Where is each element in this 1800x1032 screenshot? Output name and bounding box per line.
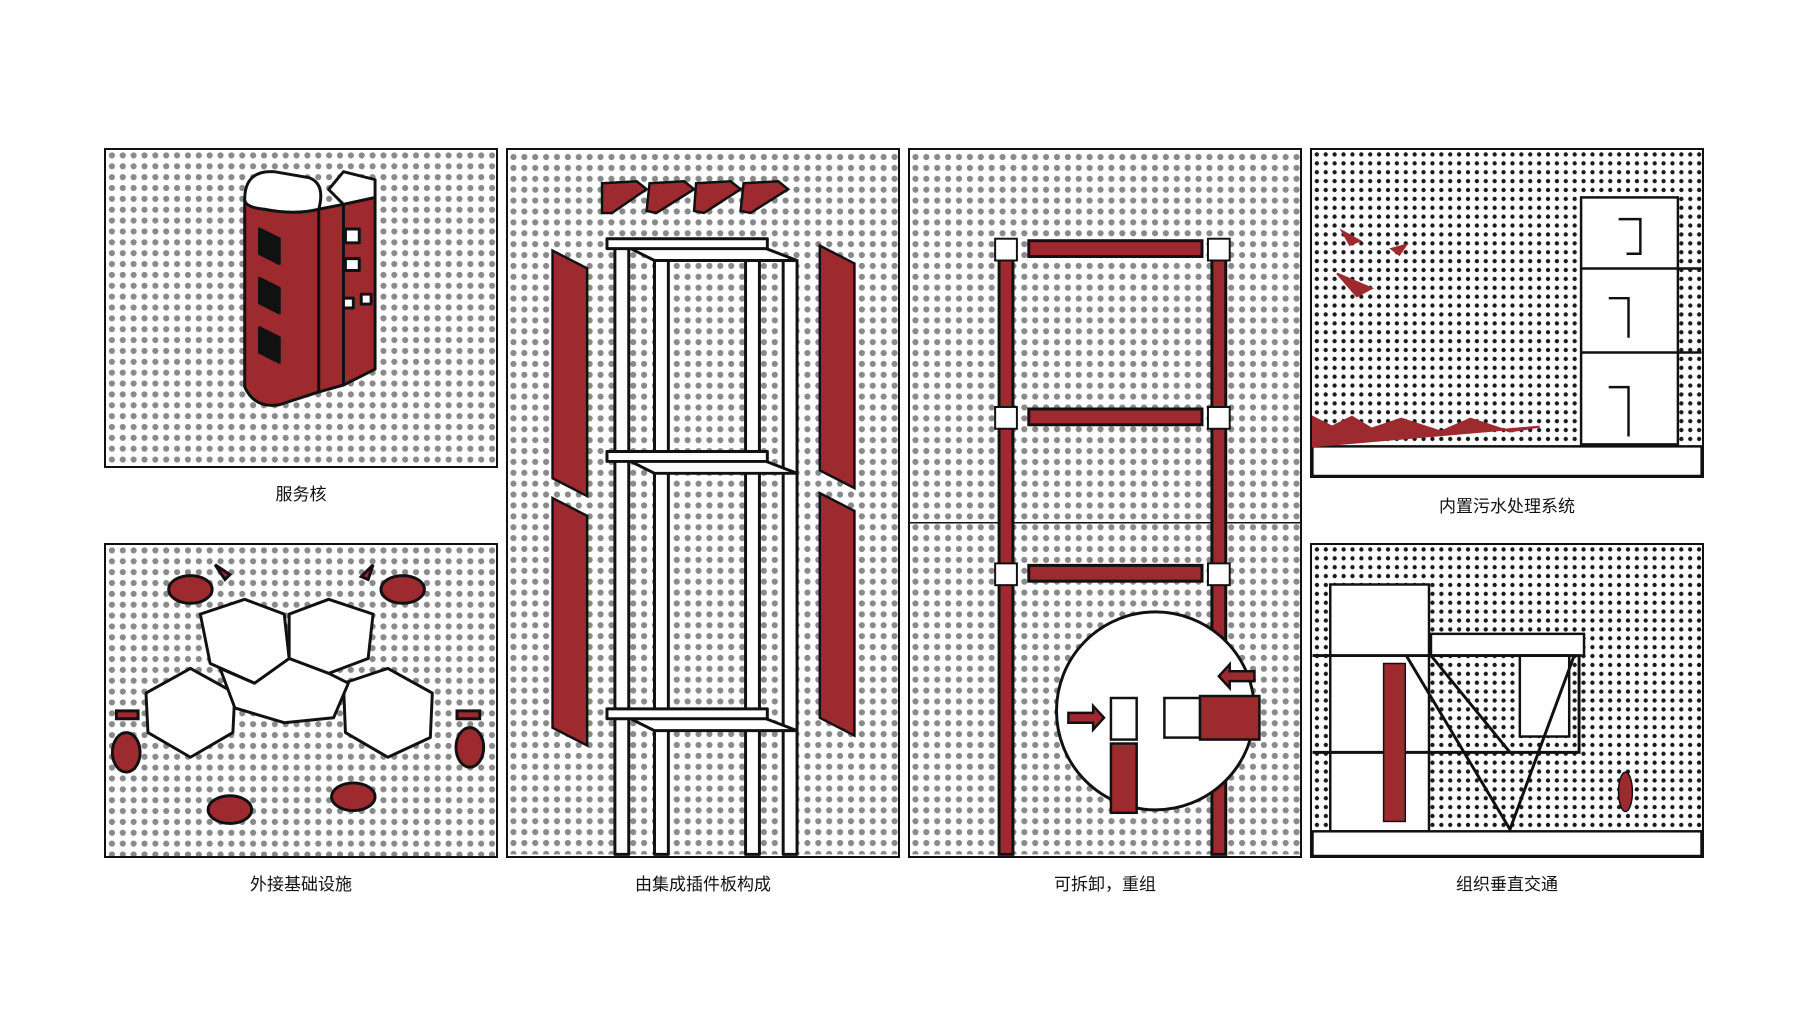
caption-sewage-system: 内置污水处理系统 — [1439, 497, 1575, 517]
caption-service-core: 服务核 — [275, 485, 327, 505]
sewage-system-illustration — [1312, 150, 1702, 476]
caption-vertical-circulation: 组织垂直交通 — [1456, 875, 1558, 895]
panel-integrated-panels — [506, 148, 900, 858]
vertical-circulation-illustration — [1312, 545, 1702, 856]
panel-detachable-reassemble — [908, 148, 1302, 858]
panel-sewage-system — [1310, 148, 1704, 478]
caption-integrated-panels: 由集成插件板构成 — [635, 875, 771, 895]
caption-detachable-reassemble: 可拆卸，重组 — [1054, 875, 1156, 895]
caption-external-infrastructure: 外接基础设施 — [250, 875, 352, 895]
panel-vertical-circulation — [1310, 543, 1704, 858]
panel-service-core — [104, 148, 498, 468]
panel-external-infrastructure — [104, 543, 498, 858]
external-infrastructure-illustration — [106, 545, 496, 856]
detachable-reassemble-illustration — [910, 151, 1300, 856]
service-core-illustration — [106, 150, 496, 466]
integrated-panels-illustration — [508, 151, 898, 856]
